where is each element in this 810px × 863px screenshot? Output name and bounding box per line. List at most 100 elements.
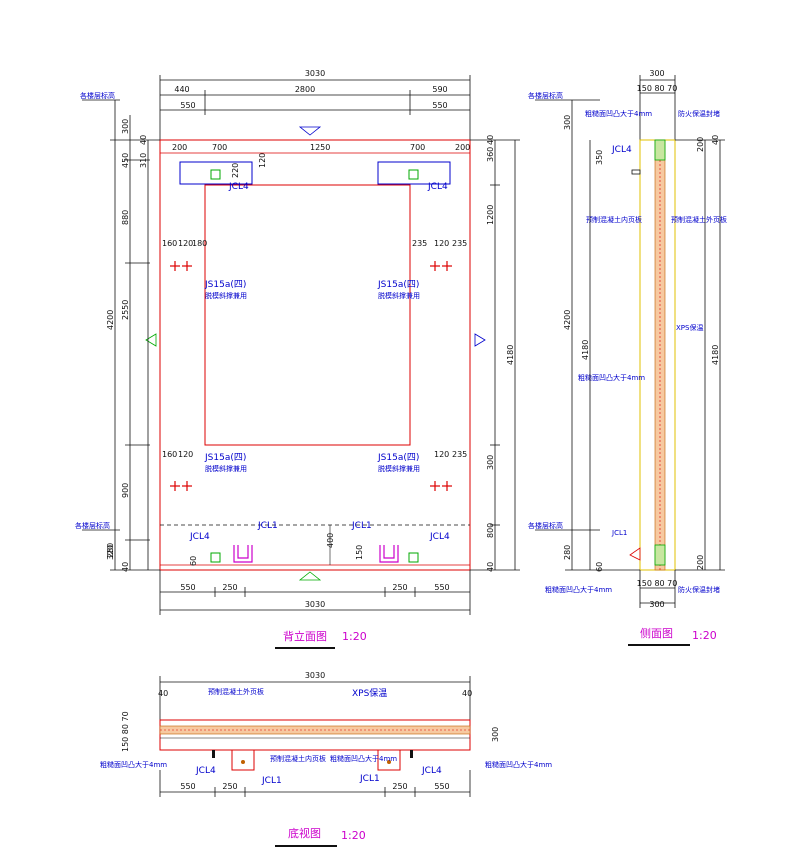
front-panel-outline — [159, 139, 471, 571]
front-left-dim-1: 450 — [121, 153, 130, 168]
front-js-note-a: 脱模斜撑兼用 — [205, 291, 247, 300]
side-left-total: 4200 — [563, 310, 572, 330]
bottom-l40: 40 — [158, 689, 168, 698]
front-jcl4-a: JCL4 — [228, 182, 249, 192]
front-bottom-dim-1: 250 — [222, 583, 237, 592]
side-dim-200b: 200 — [696, 555, 705, 570]
side-inner-label: 预制混凝土内页板 — [586, 215, 642, 224]
front-mark-120-top: 120 — [258, 153, 267, 168]
jcl4-marker-left — [210, 169, 221, 180]
side-dim-200a: 200 — [696, 137, 705, 152]
front-js-label-a: JS15a(四) — [204, 280, 246, 290]
front-mark-220: 220 — [231, 163, 240, 178]
side-fire-seal-bottom — [654, 544, 666, 566]
bottom-panel-outline — [159, 719, 471, 751]
js15a-crosses — [170, 261, 452, 491]
bottom-jcl1-dot-left — [241, 760, 245, 764]
bottom-jcl4-mark-right — [410, 750, 413, 758]
front-js-note-d: 脱模斜撑兼用 — [378, 464, 420, 473]
side-dim-300: 300 — [563, 115, 572, 130]
bottom-inner-label: 预制混凝土内页板 — [270, 754, 326, 763]
front-left-dim-0: 300 — [121, 119, 130, 134]
bottom-rough-mid: 粗糙面凹凸大于4mm — [330, 754, 397, 763]
front-mark-235c: 235 — [452, 450, 467, 459]
front-mark-235b: 235 — [452, 239, 467, 248]
side-rough-bottom: 粗糙面凹凸大于4mm — [545, 585, 612, 594]
side-xps-label: XPS保温 — [676, 323, 703, 332]
bottom-left-stack: 150 80 70 — [121, 711, 130, 752]
front-green-triangle-markers — [145, 333, 322, 581]
front-title: 背立面图 — [283, 629, 327, 643]
bottom-dim-0: 550 — [180, 782, 195, 791]
front-left-total: 4200 — [106, 310, 115, 330]
side-top-parts: 150 80 70 — [637, 84, 678, 93]
side-left-dimension-lines — [535, 99, 640, 571]
bottom-rough-left: 粗糙面凹凸大于4mm — [100, 760, 167, 769]
bottom-jcl1-dot-right — [387, 760, 391, 764]
front-h150: 150 — [355, 545, 364, 560]
jcl4-marker-bottom-left — [210, 552, 221, 563]
side-jcl1-embed — [629, 547, 641, 561]
side-dim-350: 350 — [595, 150, 604, 165]
side-rough-top: 粗糙面凹凸大于4mm — [585, 109, 652, 118]
jcl4-marker-right — [408, 169, 419, 180]
side-mid-total: 4180 — [581, 340, 590, 360]
front-blue-triangle-markers — [298, 126, 486, 347]
bottom-jcl4-mark-left — [212, 750, 215, 758]
front-bottom-dimension-lines — [159, 570, 471, 615]
front-left-inner-310: 310 — [139, 153, 148, 168]
side-bottom-dimension-lines — [639, 570, 676, 608]
bottom-jcl1-left: JCL1 — [261, 776, 282, 786]
side-jcl1: JCL1 — [611, 529, 627, 537]
bottom-top-dimension-lines — [159, 676, 471, 720]
front-h400: 400 — [326, 533, 335, 548]
front-jcl4-b: JCL4 — [427, 182, 448, 192]
front-jcl1-a: JCL1 — [257, 521, 278, 531]
front-left-dim-6: 40 — [121, 562, 130, 572]
side-floor-top: 各楼层标高 — [528, 91, 563, 100]
front-mark-180a: 180 — [192, 239, 207, 248]
front-top-dimensions — [159, 75, 471, 140]
bottom-jcl4-left: JCL4 — [195, 766, 216, 776]
bottom-xps-label: XPS保温 — [352, 687, 387, 699]
bottom-jcl1-box-right — [377, 749, 401, 771]
front-top-left: 440 — [174, 85, 189, 94]
front-floor-label-bottom: 各楼层标高 — [75, 521, 110, 530]
bottom-jcl4-right: JCL4 — [421, 766, 442, 776]
front-left-inner-280: 280 — [106, 543, 115, 558]
side-top-total: 300 — [649, 69, 664, 78]
front-js-label-d: JS15a(四) — [377, 453, 419, 463]
bottom-bottom-dimension-lines — [159, 770, 471, 797]
front-top2-left: 550 — [180, 101, 195, 110]
bottom-jcl1-box-left — [231, 749, 255, 771]
front-left-dim-5: 320 — [106, 545, 115, 560]
bottom-r40: 40 — [462, 689, 472, 698]
bottom-jcl1-right: JCL1 — [359, 774, 380, 784]
front-top2-right: 550 — [432, 101, 447, 110]
front-top-right: 590 — [432, 85, 447, 94]
front-row3-2: 1250 — [310, 143, 330, 152]
side-right-total: 4180 — [711, 345, 720, 365]
side-top-dimension-lines — [639, 75, 676, 140]
front-h60: 60 — [189, 556, 198, 566]
bottom-total: 3030 — [305, 671, 325, 680]
front-js-note-b: 脱模斜撑兼用 — [378, 291, 420, 300]
front-mark-120d: 120 — [434, 450, 449, 459]
front-jcl1-b: JCL1 — [351, 521, 372, 531]
bottom-outer-label: 预制混凝土外页板 — [208, 687, 264, 696]
front-top-total: 3030 — [305, 69, 325, 78]
side-dim-40a: 40 — [711, 135, 720, 145]
front-bottom-dim-0: 550 — [180, 583, 195, 592]
front-right-dim-2: 300 — [486, 455, 495, 470]
bottom-right-300: 300 — [491, 727, 500, 742]
bottom-title: 底视图 — [288, 826, 321, 840]
front-mark-160b: 160 — [162, 450, 177, 459]
front-js-note-c: 脱模斜撑兼用 — [205, 464, 247, 473]
front-bottom-total: 3030 — [305, 600, 325, 609]
side-dim-280: 280 — [563, 545, 572, 560]
front-jcl4-c: JCL4 — [189, 532, 210, 542]
front-js-label-c: JS15a(四) — [204, 453, 246, 463]
embed-box-right — [377, 161, 451, 185]
front-right-dimension-lines — [470, 139, 520, 571]
front-mark-120a: 120 — [178, 239, 193, 248]
